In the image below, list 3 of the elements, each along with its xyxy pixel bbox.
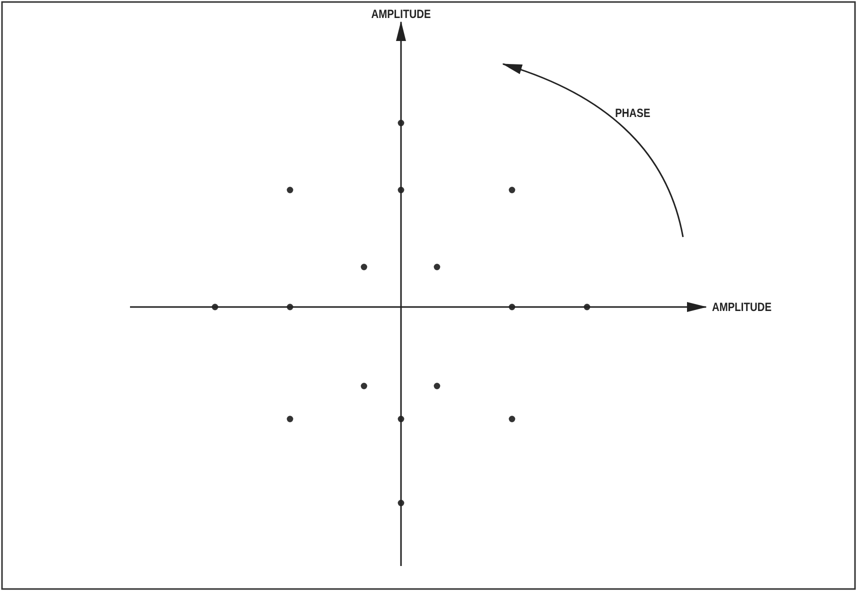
- axis-label: AMPLITUDE: [712, 300, 772, 314]
- axis-label: AMPLITUDE: [371, 7, 431, 21]
- axis-label: PHASE: [614, 106, 650, 120]
